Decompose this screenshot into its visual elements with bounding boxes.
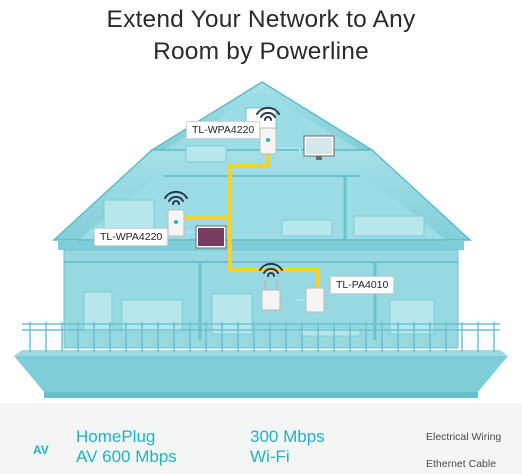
wifi-speed-line-1: 300 Mbps (250, 427, 325, 446)
feature-footer (0, 403, 522, 474)
homeplug-line-1: HomePlug (76, 427, 156, 446)
page-title: Extend Your Network to Any Room by Power… (0, 4, 522, 68)
wifi-icon (256, 107, 280, 121)
homeplug-badge: AV (33, 443, 49, 457)
device-label-top: TL-WPA4220 (186, 121, 261, 139)
title-line-1: Extend Your Network to Any (106, 6, 416, 33)
legend-electrical: Electrical Wiring (426, 431, 502, 443)
homeplug-line-2: AV 600 Mbps (76, 447, 177, 466)
wifi-icon (164, 191, 188, 205)
powerline-adapter-icon (259, 127, 277, 155)
legend-ethernet: Ethernet Cable (426, 458, 497, 470)
electrical-wiring (182, 148, 320, 290)
monitor-icon (303, 135, 335, 160)
device-label-router-adapter: TL-PA4010 (330, 276, 395, 294)
furniture (83, 145, 435, 337)
wifi-icon (259, 263, 283, 277)
monitor-icon (195, 225, 227, 249)
wifi-speed-line-2: Wi-Fi (250, 447, 290, 466)
powerline-adapter-icon (167, 209, 185, 237)
base-platform (14, 350, 508, 398)
fence (22, 322, 500, 352)
device-label-middle: TL-WPA4220 (94, 228, 169, 246)
router-icon (261, 280, 281, 311)
title-line-2: Room by Powerline (153, 38, 369, 65)
powerline-adapter-icon (305, 287, 325, 313)
